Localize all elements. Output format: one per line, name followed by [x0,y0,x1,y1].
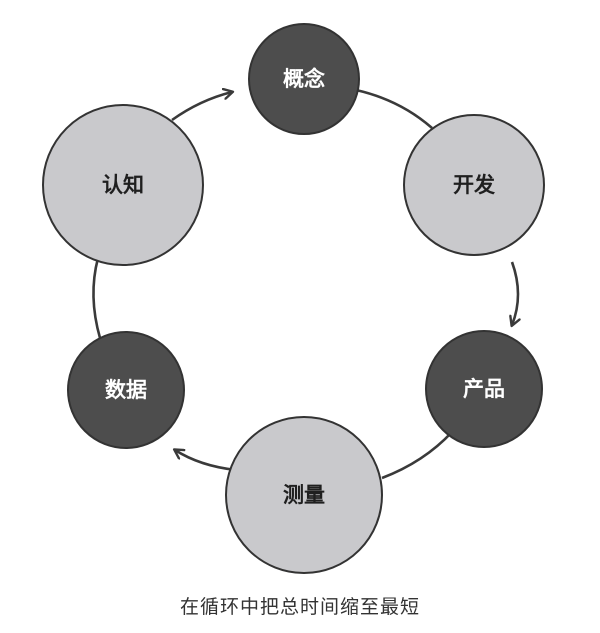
node-develop: 开发 [403,114,545,256]
node-concept: 概念 [248,23,360,135]
connector-product-to-measure [381,431,453,480]
arrow-develop-to-product [512,261,518,325]
node-measure: 测量 [225,416,383,574]
figure-caption: 在循环中把总时间缩至最短 [179,596,420,618]
node-label-measure: 测量 [283,483,325,507]
node-label-data: 数据 [105,378,147,402]
node-label-develop: 开发 [453,173,496,197]
node-label-product: 产品 [463,377,505,401]
connector-concept-to-develop [355,88,433,129]
node-label-cognition: 认知 [102,173,144,197]
arrow-cognition-to-concept [171,92,232,122]
arrow-measure-to-data [175,450,237,472]
node-label-concept: 概念 [283,67,325,91]
node-cognition: 认知 [42,104,204,266]
connector-data-to-cognition [92,257,102,339]
node-product: 产品 [425,330,543,448]
node-data: 数据 [67,331,185,449]
